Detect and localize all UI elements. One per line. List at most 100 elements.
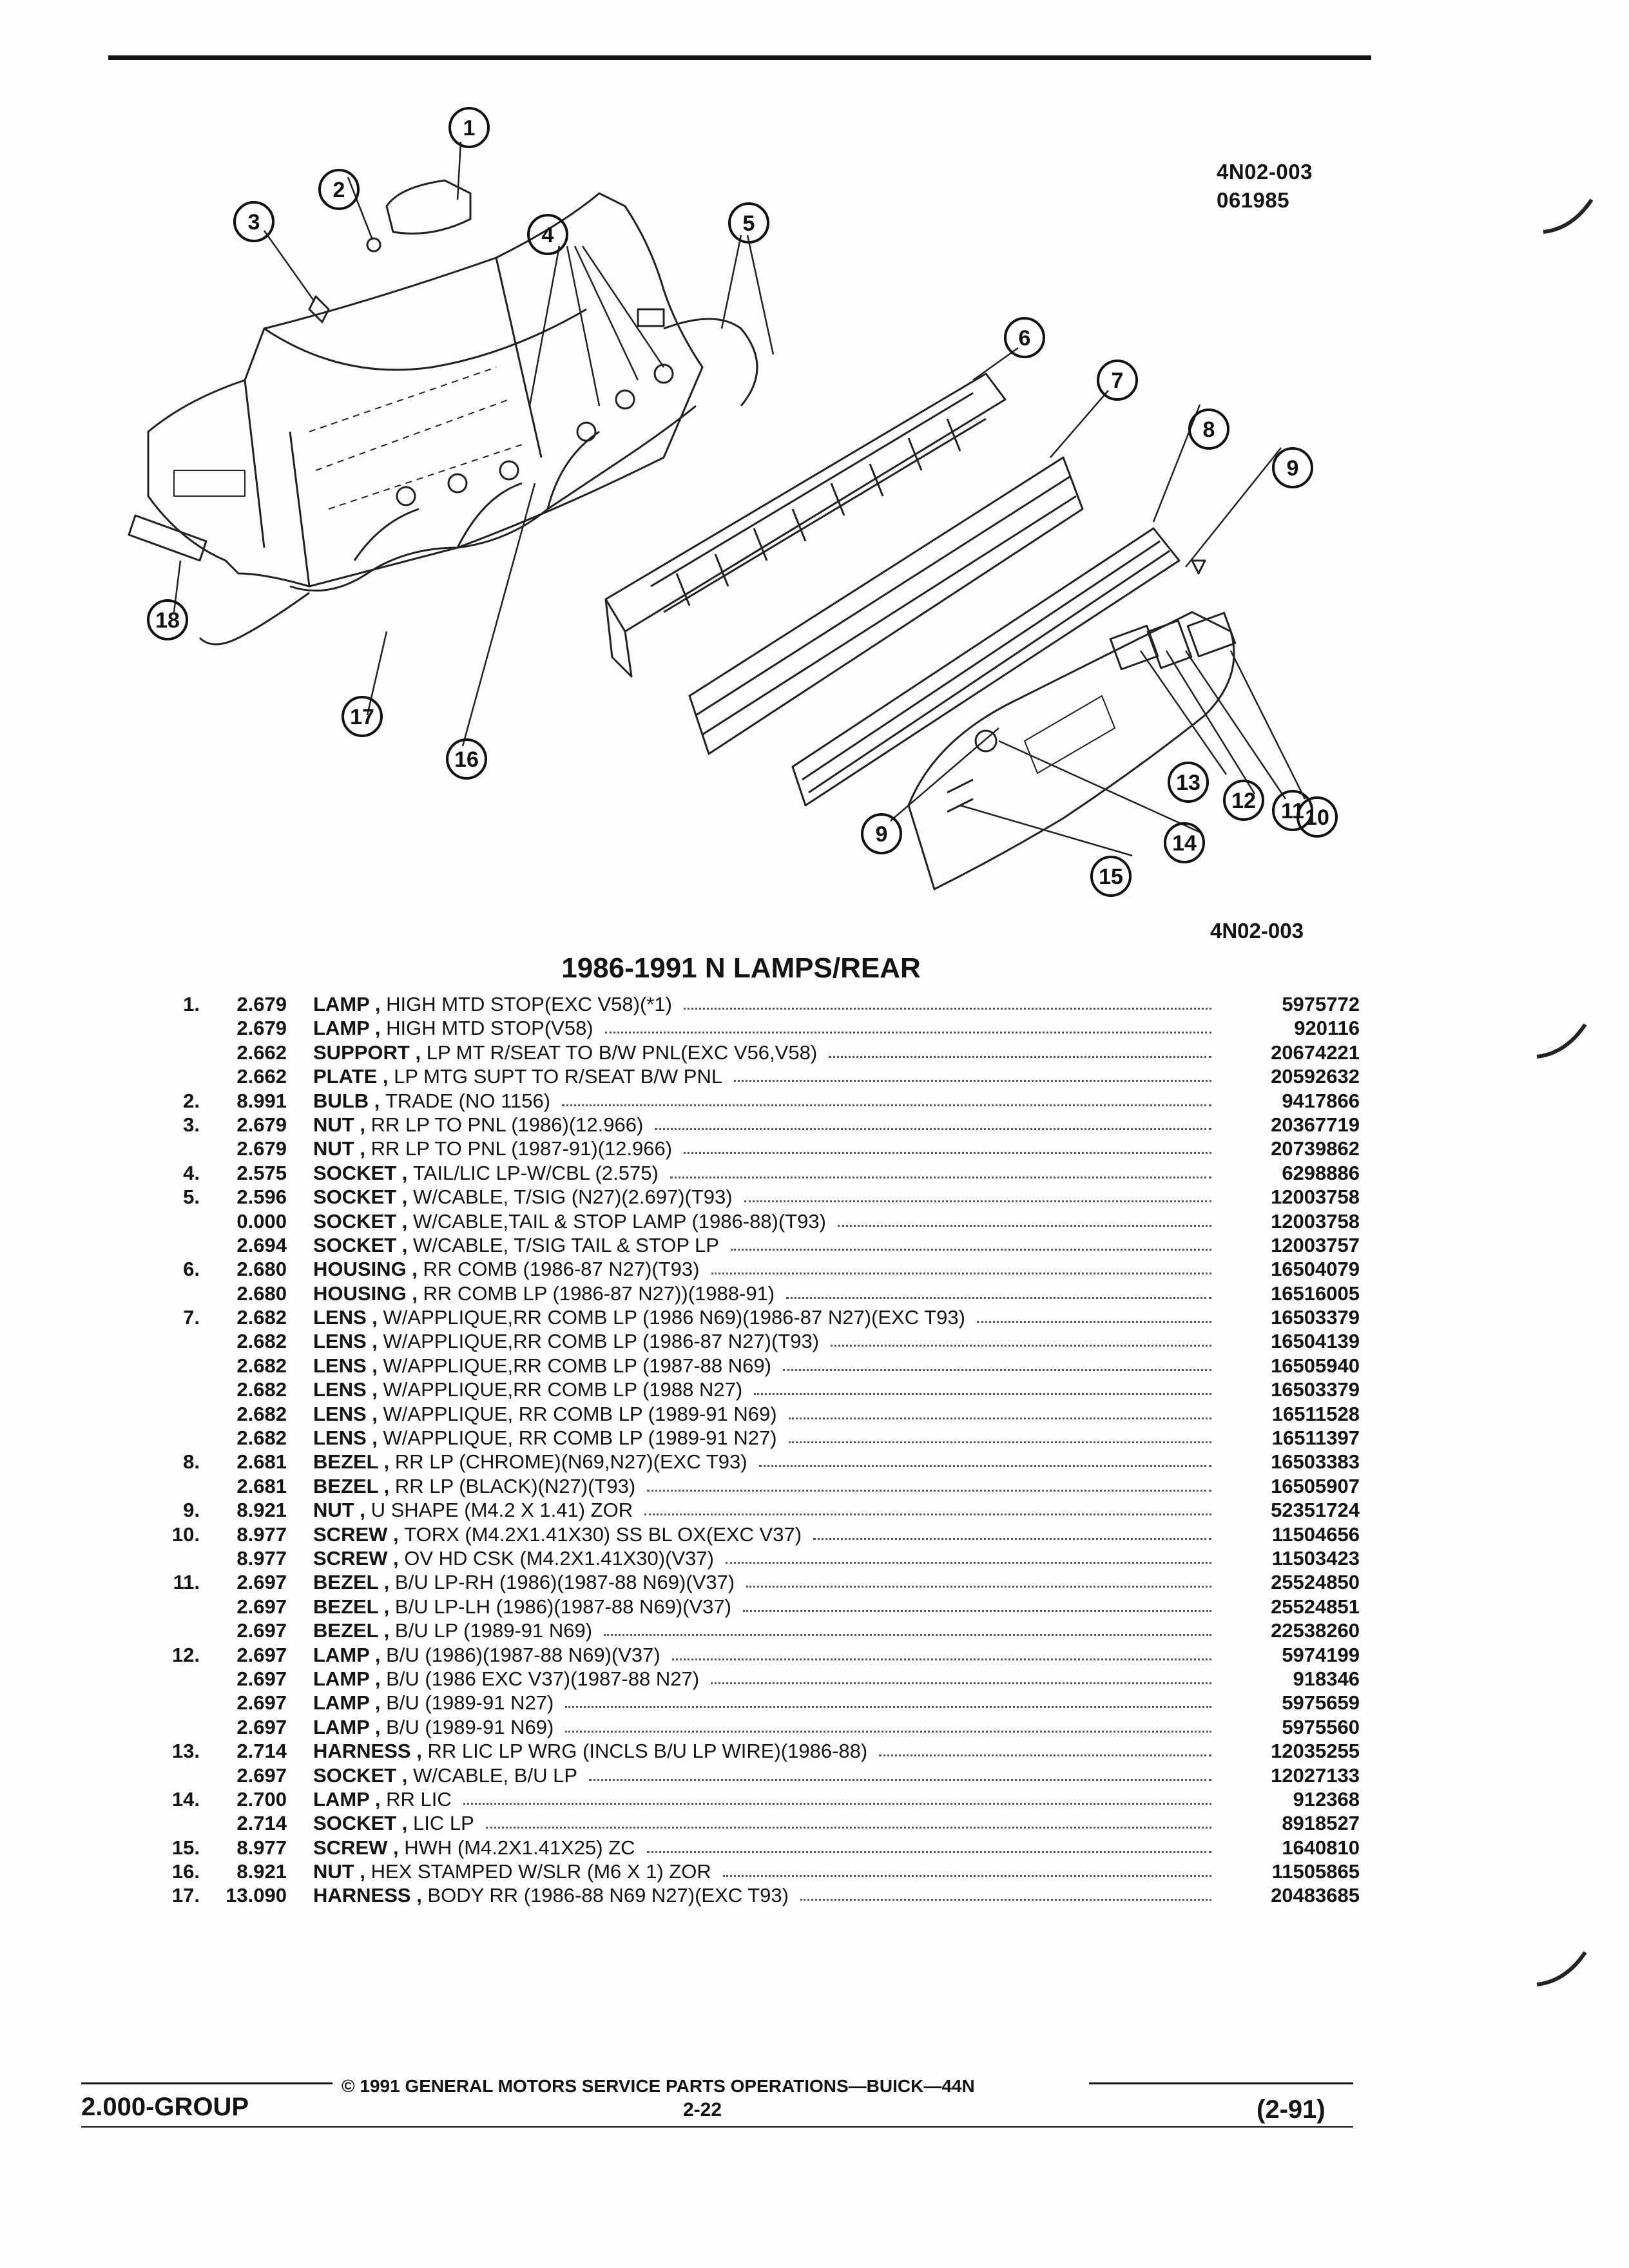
part-separator: , (369, 1017, 387, 1040)
item-number: 14. (171, 1787, 200, 1811)
dot-leader (786, 1296, 1211, 1299)
part-number: 920116 (1294, 1017, 1360, 1040)
part-name: LAMP (313, 1715, 370, 1738)
item-number: 11. (173, 1571, 200, 1594)
group-number: 2.680 (236, 1258, 287, 1281)
housing-6 (604, 372, 1007, 678)
part-number: 20483685 (1271, 1884, 1360, 1907)
callout-6: 6 (1019, 326, 1031, 351)
header-date-code: 061985 (1217, 188, 1290, 212)
margin-tick-mark (1543, 198, 1594, 234)
part-number: 12027133 (1271, 1763, 1360, 1787)
part-description: SOCKET , TAIL/LIC LP-W/CBL (2.575) (313, 1161, 659, 1185)
dot-leader (813, 1537, 1211, 1540)
part-number: 16511397 (1271, 1427, 1360, 1450)
part-detail: B/U LP-RH (1986)(1987-88 N69)(V37) (394, 1571, 735, 1594)
part-description: LAMP , B/U (1986 EXC V37)(1987-88 N27) (313, 1667, 699, 1691)
group-number: 2.662 (236, 1041, 287, 1064)
group-number: 8.977 (236, 1546, 287, 1570)
group-number: 2.682 (236, 1354, 287, 1377)
part-separator: , (366, 1402, 383, 1425)
dot-leader (562, 1104, 1211, 1106)
part-detail: W/CABLE, B/U LP (413, 1763, 577, 1787)
part-name: LENS (313, 1354, 367, 1377)
part-description: SOCKET , W/CABLE,TAIL & STOP LAMP (1986-… (313, 1209, 826, 1233)
part-number: 12003757 (1271, 1233, 1360, 1256)
part-number: 5975659 (1282, 1691, 1360, 1715)
callout-4: 4 (542, 223, 554, 247)
item-number: 1. (183, 993, 200, 1015)
part-separator: , (387, 1836, 405, 1859)
part-description: LENS , W/APPLIQUE,RR COMB LP (1988 N27) (313, 1378, 742, 1401)
part-detail: HEX STAMPED W/SLR (M6 X 1) ZOR (371, 1860, 711, 1883)
part-name: LENS (313, 1306, 367, 1329)
callout-16: 16 (454, 747, 479, 772)
callout-11: 11 (1281, 799, 1304, 823)
group-number: 2.679 (236, 1137, 287, 1160)
part-description: LENS , W/APPLIQUE,RR COMB LP (1987-88 N6… (313, 1354, 771, 1378)
part-detail: LIC LP (413, 1812, 474, 1835)
part-separator: , (378, 1571, 395, 1594)
part-description: LAMP , HIGH MTD STOP(V58) (313, 1016, 593, 1040)
part-description: BEZEL , B/U LP (1989-91 N69) (313, 1619, 592, 1642)
part-detail: TAIL/LIC LP-W/CBL (2.575) (413, 1161, 659, 1184)
dot-leader (783, 1369, 1211, 1371)
dot-leader (744, 1200, 1211, 1203)
high-mount-stop-lamp (308, 179, 472, 323)
part-separator: , (396, 1812, 414, 1835)
part-name: SOCKET (313, 1763, 397, 1787)
callout-8: 8 (1203, 418, 1215, 442)
dot-leader (684, 1008, 1211, 1010)
header-code: 4N02-003 (1217, 160, 1313, 184)
part-number: 16503383 (1271, 1450, 1360, 1474)
part-name: HOUSING (313, 1258, 407, 1281)
part-number: 20367719 (1271, 1113, 1360, 1136)
part-description: SCREW , HWH (M4.2X1.41X25) ZC (313, 1836, 635, 1860)
dot-leader (838, 1224, 1211, 1227)
part-separator: , (369, 1715, 387, 1738)
part-separator: , (410, 1740, 428, 1763)
group-number: 2.697 (236, 1619, 287, 1642)
part-number: 16505907 (1271, 1474, 1360, 1497)
part-detail: RR LIC LP WRG (INCLS B/U LP WIRE)(1986-8… (427, 1740, 868, 1763)
dot-leader (670, 1176, 1211, 1178)
part-separator: , (369, 1787, 387, 1811)
part-description: PLATE , LP MTG SUPT TO R/SEAT B/W PNL (313, 1064, 722, 1088)
leader-lines (173, 141, 1306, 857)
group-number: 2.682 (236, 1427, 287, 1450)
part-separator: , (366, 1354, 383, 1377)
part-detail: RR LP (CHROME)(N69,N27)(EXC T93) (394, 1450, 747, 1474)
group-number: 2.697 (236, 1763, 287, 1787)
group-number: 2.680 (236, 1282, 287, 1305)
callout-15: 15 (1099, 865, 1123, 889)
part-detail: OV HD CSK (M4.2X1.41X30)(V37) (404, 1546, 714, 1570)
part-separator: , (354, 1499, 371, 1522)
part-description: BULB , TRADE (NO 1156) (313, 1089, 550, 1113)
dot-leader (734, 1080, 1211, 1082)
dot-leader (711, 1682, 1211, 1684)
item-number: 3. (183, 1113, 200, 1136)
figure-code: 4N02-003 (1210, 919, 1304, 943)
rear-body-panel (128, 192, 704, 588)
parts-row: 2.682 LENS , W/APPLIQUE,RR COMB LP (1987-… (148, 1354, 1360, 1378)
part-separator: , (387, 1546, 405, 1570)
item-number: 7. (183, 1306, 200, 1329)
dot-leader (655, 1128, 1211, 1130)
part-separator: , (387, 1523, 405, 1546)
part-number: 912368 (1293, 1787, 1360, 1811)
dot-leader (731, 1248, 1211, 1251)
dot-leader (604, 1634, 1211, 1637)
callout-9-left: 9 (876, 822, 888, 847)
part-detail: TORX (M4.2X1.41X30) SS BL OX(EXC V37) (404, 1523, 802, 1546)
